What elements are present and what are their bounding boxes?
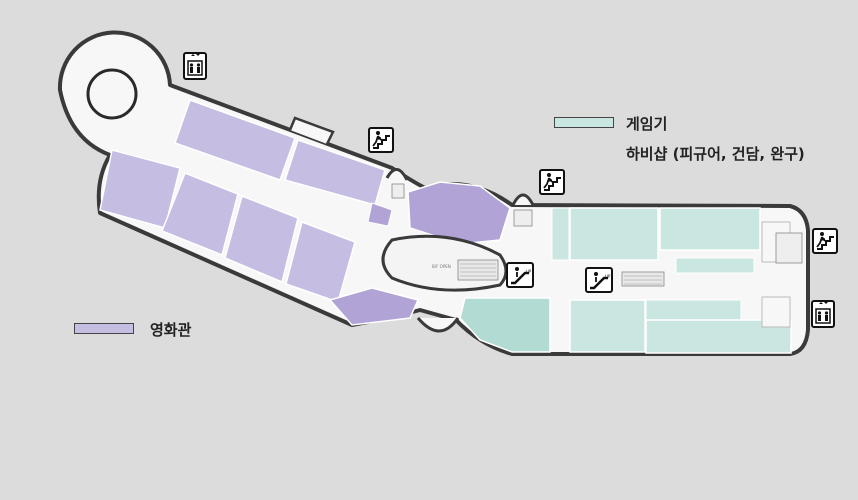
escalator-icon <box>505 261 535 289</box>
legend-label-hobby: 하비샵 (피규어, 건담, 완구) <box>626 145 805 163</box>
cinema-area <box>99 99 511 326</box>
game-room <box>459 297 551 353</box>
game-area <box>459 207 792 354</box>
stairs-icon <box>812 228 838 254</box>
central-atrium: B/F OPEN <box>381 183 803 292</box>
game-room <box>675 257 755 274</box>
game-room <box>645 299 742 321</box>
cinema-room <box>407 181 511 245</box>
legend-swatch-game <box>554 117 614 128</box>
escalator-icon <box>584 266 614 294</box>
cinema-room <box>174 99 296 181</box>
cinema-room <box>161 172 239 257</box>
cinema-room <box>367 202 393 227</box>
elevator-icon <box>183 52 207 80</box>
stairs-icon <box>368 127 394 153</box>
legend-swatch-cinema <box>74 323 134 334</box>
atrium-label: B/F OPEN <box>432 264 451 269</box>
elevator-icon <box>811 300 835 328</box>
game-room <box>659 207 761 251</box>
round-lobby-ring <box>86 68 138 120</box>
cinema-room <box>328 287 420 326</box>
cinema-room <box>224 194 299 284</box>
legend-label-cinema: 영화관 <box>150 321 192 339</box>
stairs-icon <box>539 169 565 195</box>
game-room <box>569 299 646 353</box>
game-room <box>551 207 570 261</box>
legend-label-game: 게임기 <box>626 115 668 133</box>
game-room <box>569 207 659 261</box>
